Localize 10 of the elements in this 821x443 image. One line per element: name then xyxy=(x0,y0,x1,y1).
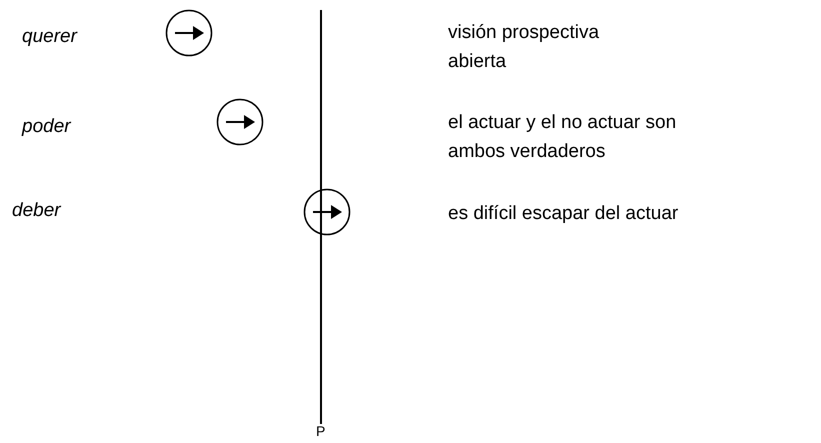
axis-label: P xyxy=(316,422,326,441)
circled-arrow-drawing xyxy=(216,98,264,146)
circled-arrow-drawing xyxy=(165,9,213,57)
circled-arrow-drawing xyxy=(303,188,351,236)
description-text: es difícil escapar del actuar xyxy=(448,202,680,226)
verb-label: querer xyxy=(22,26,77,48)
verb-label: poder xyxy=(22,116,71,138)
description-text: visión prospectiva abierta xyxy=(448,21,600,74)
description-text: el actuar y el no actuar son ambos verdaderos xyxy=(448,111,678,164)
verb-label: deber xyxy=(12,200,61,222)
